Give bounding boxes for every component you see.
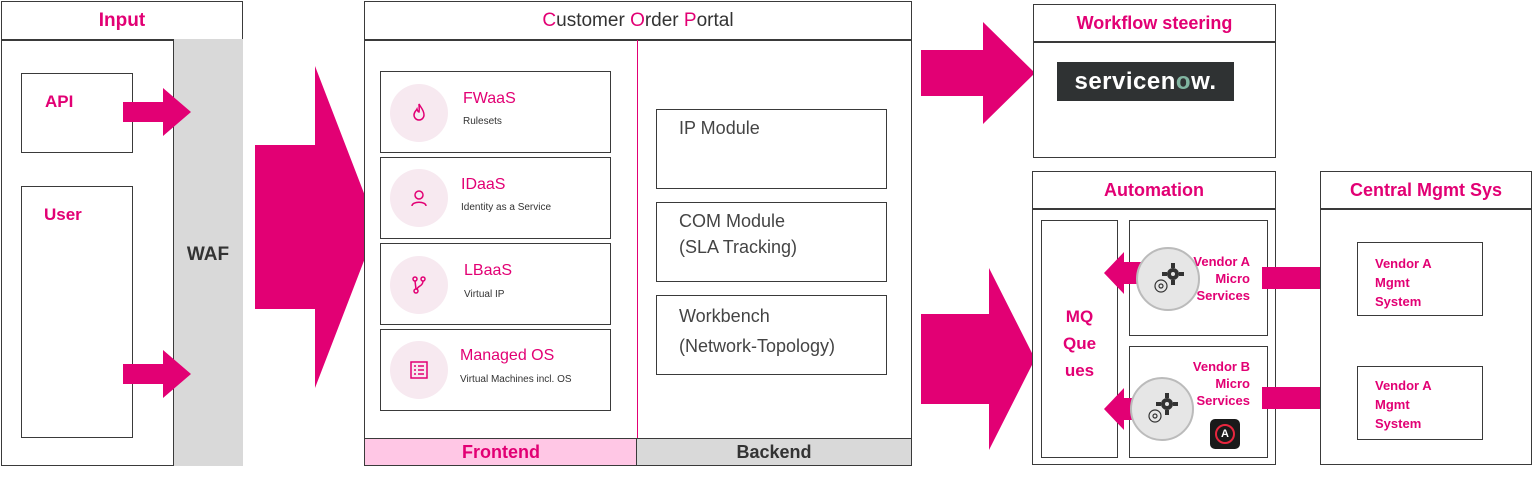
user-label: User: [44, 205, 82, 224]
vendor-a-to-central-arrow: [1262, 255, 1372, 301]
service-sub: Identity as a Service: [461, 202, 552, 213]
mgmt-system-label: Vendor A Mgmt System: [1375, 256, 1432, 309]
workflow-header-divider: [1033, 41, 1276, 43]
vendor-a-microservices-label: Vendor A Micro Services: [1193, 254, 1250, 303]
api-box: [21, 73, 133, 153]
servicenow-logo: servicenow.: [1057, 62, 1234, 101]
input-title: Input: [98, 10, 146, 31]
central-header-divider: [1320, 208, 1532, 210]
mgmt-system-box: [1357, 366, 1483, 440]
backend-bar: [637, 438, 911, 465]
gear-icon: [1136, 247, 1200, 311]
mgmt-system-label: Vendor A Mgmt System: [1375, 378, 1432, 431]
frontend-bar: [365, 438, 637, 465]
service-sub: Rulesets: [463, 116, 502, 127]
module-line2: (Network-Topology): [679, 336, 836, 356]
frontend-label: Frontend: [462, 442, 540, 462]
module-line1: COM Module: [679, 211, 786, 231]
backend-module-workbench[interactable]: Workbench (Network-Topology): [656, 295, 887, 375]
backend-label: Backend: [736, 442, 812, 462]
central-mgmt-title: Central Mgmt Sys: [1349, 180, 1503, 200]
flame-icon: [390, 84, 448, 142]
branch-icon: [390, 256, 448, 314]
portal-title: Customer Order Portal: [542, 10, 734, 31]
user-box: [21, 186, 133, 438]
api-arrow: [123, 88, 191, 136]
frontend-backend-divider: [637, 40, 638, 438]
mq-queues-box: [1041, 220, 1118, 458]
gear-icon: [1130, 377, 1194, 441]
service-sub: Virtual IP: [464, 289, 505, 300]
vendor-b-to-central-arrow: [1262, 375, 1372, 421]
service-name: IDaaS: [461, 176, 506, 193]
vendor-a-to-mq-arrow: [1104, 252, 1146, 294]
service-name: FWaaS: [463, 90, 516, 107]
portal-to-automation-arrow: [921, 268, 1035, 450]
api-label: API: [45, 92, 74, 111]
ansible-icon: A: [1210, 419, 1240, 449]
portal-to-workflow-arrow: [921, 22, 1035, 124]
backend-module-ip[interactable]: IP Module: [656, 109, 887, 189]
waf-label: WAF: [186, 244, 230, 265]
service-name: Managed OS: [460, 347, 555, 364]
service-sub: Virtual Machines incl. OS: [460, 374, 572, 385]
automation-header-divider: [1032, 208, 1276, 210]
input-header-divider: [1, 39, 243, 41]
portal-header-divider: [364, 39, 912, 41]
input-to-portal-arrow: [255, 66, 377, 388]
user-arrow: [123, 350, 191, 398]
service-name: LBaaS: [464, 262, 513, 279]
user-icon: [390, 169, 448, 227]
module-line1: IP Module: [679, 118, 760, 138]
workflow-title: Workflow steering: [1076, 13, 1233, 33]
mq-queues-label: MQ Que ues: [1062, 307, 1097, 380]
module-line1: Workbench: [679, 306, 770, 326]
backend-module-com[interactable]: COM Module (SLA Tracking): [656, 202, 887, 282]
vendor-b-microservices-label: Vendor B Micro Services: [1192, 359, 1250, 408]
automation-title: Automation: [1104, 180, 1204, 200]
module-line2: (SLA Tracking): [679, 237, 798, 257]
mgmt-system-box: [1357, 242, 1483, 316]
server-list-icon: [390, 341, 448, 399]
